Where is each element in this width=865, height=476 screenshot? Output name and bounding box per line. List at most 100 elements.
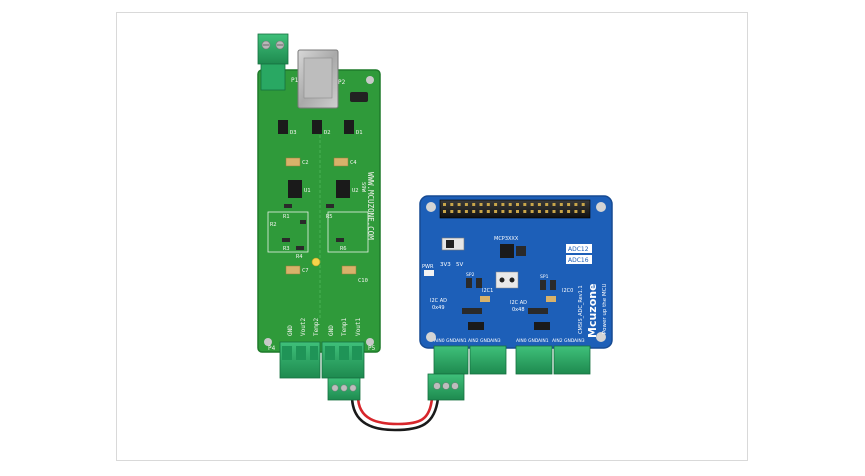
gpio-pin [450, 203, 454, 206]
label-3v3: 3V3 [440, 262, 451, 268]
adc-terminal-block-1 [433, 345, 469, 375]
tl-3-1: GND [528, 338, 539, 344]
gpio-pin [559, 203, 563, 206]
gpio-pin [443, 210, 446, 213]
cap-c7 [285, 265, 301, 275]
ref-c10: C10 [358, 278, 368, 284]
adc-terminal-block-4 [553, 345, 591, 375]
tl-1-2: AIN1 [456, 338, 467, 344]
tl-3-2: AIN1 [538, 338, 549, 344]
cable [350, 395, 440, 432]
gpio-pin [552, 210, 556, 213]
terminal-labels: AIN0 GND AIN1 AIN2 GND AIN3 AIN0 GND AIN… [434, 338, 585, 344]
cap-c2 [285, 157, 301, 167]
label-i2c0: I2C0 [562, 288, 573, 294]
gpio-pin [523, 210, 527, 213]
diode-d3 [278, 120, 288, 134]
label-mcp3xxx: MCP3XXX [494, 236, 519, 242]
ref-u1: U1 [304, 188, 311, 194]
ic-u2 [336, 180, 350, 198]
tl-1-0: AIN0 [434, 338, 445, 344]
diode-d1 [344, 120, 354, 134]
gpio-pin [516, 203, 519, 206]
green-sensor-board: P2 P1 D3 D2 D1 C2 C4 C7 C10 U1 U2 [257, 33, 381, 401]
gpio-pin [457, 210, 461, 213]
cable-plug-right [427, 373, 465, 401]
tl-2-0: AIN2 [468, 338, 479, 344]
gpio-pin [494, 210, 498, 213]
tagline: Power up the MCU [602, 284, 608, 335]
label-vout1: Vout1 [355, 318, 362, 336]
gpio-header [439, 199, 591, 219]
label-gnd-right: GND [328, 325, 335, 336]
gpio-pin [574, 203, 578, 206]
green-board-pcb [258, 70, 380, 352]
ref-d1: D1 [356, 130, 363, 136]
brand-logo: Mcuzone [586, 283, 599, 338]
cable-red-wire [356, 395, 434, 426]
tl-2-2: AIN3 [490, 338, 501, 344]
gpio-pin [486, 210, 490, 213]
ref-r6: R6 [340, 246, 347, 252]
label-sp1: SP1 [540, 274, 549, 280]
gpio-pin [464, 210, 468, 213]
model-number: CMSIS_ADC_Rev1.1 [578, 285, 584, 334]
gpio-pin [479, 210, 483, 213]
gpio-pin [537, 203, 541, 206]
gpio-pin [537, 210, 541, 213]
gpio-pin [450, 210, 454, 213]
tl-1-1: GND [446, 338, 457, 344]
gpio-pin [479, 203, 483, 206]
terminal-block-bottom-left [279, 341, 321, 379]
tl-4-0: AIN2 [552, 338, 563, 344]
tl-4-2: AIN3 [574, 338, 585, 344]
ref-d2: D2 [324, 130, 331, 136]
label-sp2: SP2 [466, 272, 475, 278]
gpio-pin [567, 203, 571, 206]
jack [350, 92, 368, 102]
label-temp2: Temp2 [313, 318, 320, 336]
cap-c9 [341, 265, 357, 275]
diode-d2 [312, 120, 322, 134]
gpio-pin [530, 203, 534, 206]
gpio-pin [486, 203, 490, 206]
label-i2c-ad-a: I2C AD [430, 298, 447, 304]
ref-r2: R2 [270, 222, 277, 228]
connector-label-p1: P1 [291, 77, 299, 84]
gpio-pin [472, 203, 476, 206]
gpio-pin [530, 210, 534, 213]
ref-c2: C2 [302, 160, 309, 166]
terminal-block-top [257, 33, 289, 91]
blue-adc-board: 3V3 5V PWR MCP3XXX I2C1 I2C0 SP2 SP1 I2C… [419, 195, 613, 401]
pwr-led [424, 270, 434, 276]
label-adc12: ADC12 [568, 246, 589, 253]
gpio-pin [501, 210, 505, 213]
url-text: WWW.MCUZONE.COM [366, 172, 375, 240]
connector-label-p4: P4 [268, 345, 276, 352]
gpio-pin [508, 203, 512, 206]
label-5v: 5V [456, 262, 463, 268]
jumper-block [495, 271, 519, 289]
adc-ic [500, 244, 514, 258]
gpio-pin [559, 210, 563, 213]
gpio-pin [552, 203, 556, 206]
ref-c4: C4 [350, 160, 357, 166]
gpio-pin [494, 203, 498, 206]
label-i2c1: I2C1 [482, 288, 493, 294]
gpio-pin [581, 203, 585, 206]
connector-label-p2: P2 [338, 79, 346, 86]
gpio-pin [581, 210, 585, 213]
label-adc16-box [566, 255, 592, 264]
model-text: S9W [360, 182, 366, 193]
label-adc16: ADC16 [568, 257, 589, 264]
gpio-pin [545, 203, 549, 206]
tl-3-0: AIN0 [516, 338, 527, 344]
gpio-pin [545, 210, 549, 213]
gpio-pin [574, 210, 578, 213]
label-i2c-ad-b: I2C AD [510, 300, 527, 306]
cable-plug-left [327, 377, 361, 401]
label-i2c-addr-a: 0x49 [432, 305, 445, 311]
ref-r5: R5 [326, 214, 333, 220]
cable-black-wire [350, 395, 440, 432]
gpio-pin [508, 210, 512, 213]
